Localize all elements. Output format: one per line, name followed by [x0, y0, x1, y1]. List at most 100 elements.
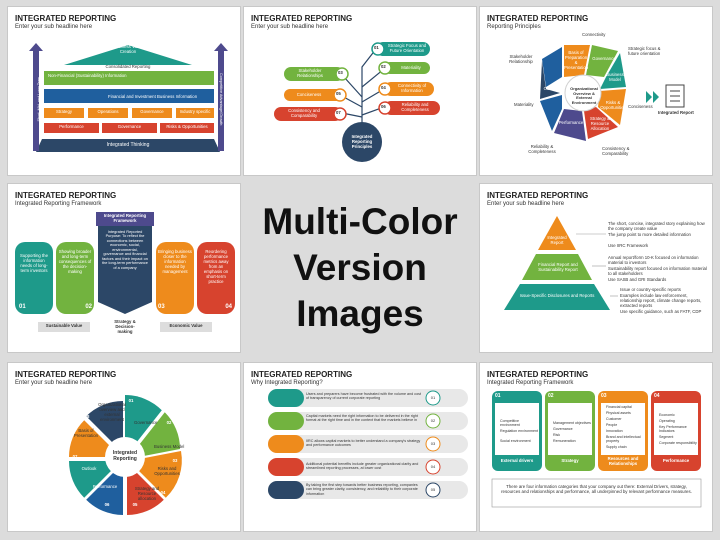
wheel-num-01: 01 — [128, 398, 134, 403]
slide-title: INTEGRATED REPORTING — [15, 14, 117, 23]
sustainable-value-label: Sustainable Value — [45, 323, 83, 328]
principle-label-03: Stakeholder Relationships — [297, 68, 323, 78]
why-rows — [268, 389, 468, 499]
pillar-strategy: Strategy — [55, 109, 72, 114]
why-text-1: Users and preparers have become frustrat… — [306, 392, 421, 401]
fw-item: Regulation environment — [500, 429, 538, 433]
framework-col-4: Reordering performance metrics away from… — [203, 249, 229, 284]
wheel-label-02: Governance — [134, 420, 158, 425]
principle-label-06: Reliability and Completeness — [401, 102, 429, 112]
caption-line-2: Version Images — [293, 246, 427, 335]
principle-num-03: 03 — [338, 70, 343, 75]
level-2-bullet-3: Use SASB and GRI Standards — [608, 277, 667, 282]
financial-label: Financial and Investment Business Inform… — [108, 94, 198, 99]
wheel-label-04: Risks and Opportunities — [154, 466, 180, 476]
slide-subtitle: Integrated Reporting Framework — [15, 201, 102, 207]
level-3-bullet-3: Use specific guidance, such as FATF, CDP — [620, 309, 702, 314]
slide-subtitle: Enter your sub headline here — [15, 24, 93, 30]
slide-3-thumbnail[interactable]: INTEGRATED REPORTING Reporting Principle… — [479, 6, 713, 176]
segment-business-model: Business Model — [606, 72, 624, 82]
fw-item: Social environment — [500, 439, 531, 443]
level-3-bullet-2: Examples include law enforcement, relati… — [620, 293, 702, 308]
principle-label-05: Conciseness — [296, 92, 322, 97]
framework-purpose: Integrated Reported Purpose: To reflect … — [102, 229, 148, 270]
principle-num-04: 04 — [381, 85, 386, 90]
left-axis-label: Short, Mid, and Long Term — [36, 76, 41, 122]
outer-conciseness: Conciseness — [628, 104, 653, 109]
framework-col-1: Supporting the information needs of long… — [20, 253, 48, 273]
outer-stakeholder: Stakeholder Relationship — [509, 54, 533, 64]
wheel-num-03: 03 — [172, 458, 178, 463]
slide-title: INTEGRATED REPORTING — [251, 14, 353, 23]
roof-label: Business Value Creation — [113, 44, 143, 54]
wheel-num-06: 06 — [104, 502, 110, 507]
level-1-bullet-3: Use IIRC Framework — [608, 243, 649, 248]
wheel-label-01: Organizational overview and external env… — [98, 402, 126, 422]
pillar-industry: Industry specific — [179, 109, 211, 114]
wheel-num-02: 02 — [166, 420, 172, 425]
level-3-bullet-1: Issue or country-specific reports — [620, 287, 681, 292]
slide-6-thumbnail[interactable]: INTEGRATED REPORTING Enter your sub head… — [479, 183, 713, 353]
slide-9-thumbnail[interactable]: INTEGRATED REPORTING Integrated Reportin… — [479, 362, 713, 532]
principle-label-04: Connectivity of Information — [397, 83, 427, 93]
principle-num-01: 01 — [374, 45, 379, 50]
fw-num-02: 02 — [548, 393, 554, 399]
fw-item: Economic — [659, 413, 675, 417]
why-text-4: Additional potential benefits include gr… — [306, 462, 419, 471]
why-num-3: 03 — [430, 441, 436, 446]
economic-value-label: Economic Value — [169, 323, 203, 328]
outer-strategic-focus: Strategic focus & future orientation — [628, 46, 661, 56]
fw-item: Segment — [659, 435, 674, 439]
slide-title: INTEGRATED REPORTING — [487, 191, 589, 200]
fw-num-01: 01 — [495, 393, 501, 399]
fw-num-04: 04 — [654, 393, 660, 399]
segment-performance: Performance — [558, 120, 584, 125]
segment-governance: Governance — [592, 56, 616, 61]
framework-num-4: 04 — [225, 304, 232, 310]
principles-wheel — [540, 45, 685, 141]
row-governance: Governance — [117, 124, 142, 129]
fw-item: Operating — [659, 419, 675, 423]
fw-item: Financial capital — [606, 405, 632, 409]
slide-4-thumbnail[interactable]: INTEGRATED REPORTING Integrated Reportin… — [7, 183, 241, 353]
principle-label-02: Materiality — [401, 65, 421, 70]
pyramid-level-3: Issue-Specific Disclosures and Reports — [519, 293, 595, 298]
fw-item: Supply chain — [606, 445, 627, 449]
slide-8-thumbnail[interactable]: INTEGRATED REPORTING Why Integrated Repo… — [243, 362, 477, 532]
principle-label-07: Consistency and Comparability — [288, 108, 320, 118]
slide-2-thumbnail[interactable]: INTEGRATED REPORTING Enter your sub head… — [243, 6, 477, 176]
slide-title: INTEGRATED REPORTING — [15, 370, 117, 379]
why-text-3: IIRC allows capital markets to better un… — [306, 439, 421, 448]
slide-subtitle: Reporting Principles — [487, 24, 541, 30]
segment-risks: Risks & Opportunities — [600, 100, 626, 110]
wheel-label-05: Strategy and Resource allocation — [134, 486, 160, 501]
wheel-num-07: 07 — [72, 454, 78, 459]
outer-consistency: Consistency & Comparability — [602, 146, 630, 156]
slide-subtitle: Enter your sub headline here — [15, 380, 93, 386]
fw-item: Governance — [553, 427, 573, 431]
slide-title: INTEGRATED REPORTING — [15, 191, 117, 200]
principle-num-02: 02 — [381, 64, 386, 69]
slide-subtitle: Integrated Reporting Framework — [487, 380, 574, 386]
principle-num-07: 07 — [336, 110, 341, 115]
fw-label-04: Performance — [662, 458, 690, 463]
fw-item: People — [606, 423, 618, 427]
why-text-5: By taking the first step towards better … — [306, 483, 418, 496]
framework-columns — [491, 391, 702, 508]
strategy-decision-label: Strategy & Decision-making — [114, 319, 136, 334]
fw-label-03: Resources and Relationships — [607, 456, 639, 466]
level-1-bullet-2: The jump point to more detailed informat… — [608, 232, 691, 237]
integrated-report-label: Integrated Report — [658, 110, 694, 115]
why-num-2: 02 — [430, 418, 436, 423]
slide-1-thumbnail[interactable]: INTEGRATED REPORTING Enter your sub head… — [7, 6, 241, 176]
wheel-center-label: Integrated Reporting — [112, 450, 138, 462]
slide-7-thumbnail[interactable]: INTEGRATED REPORTING Enter your sub head… — [7, 362, 241, 532]
principle-num-05: 05 — [336, 91, 341, 96]
wheel-label-07: Outlook — [81, 466, 97, 471]
segment-outlook: Outlook — [543, 86, 559, 91]
level-2-bullet-1: Annual report/form 10-K focused on infor… — [608, 255, 699, 265]
slide-subtitle: Enter your sub headline here — [487, 201, 565, 207]
framework-header: Integrated Reporting Framework — [103, 213, 147, 223]
wheel-label-03: Business Model — [154, 444, 185, 449]
fw-item: Remuneration — [553, 439, 576, 443]
